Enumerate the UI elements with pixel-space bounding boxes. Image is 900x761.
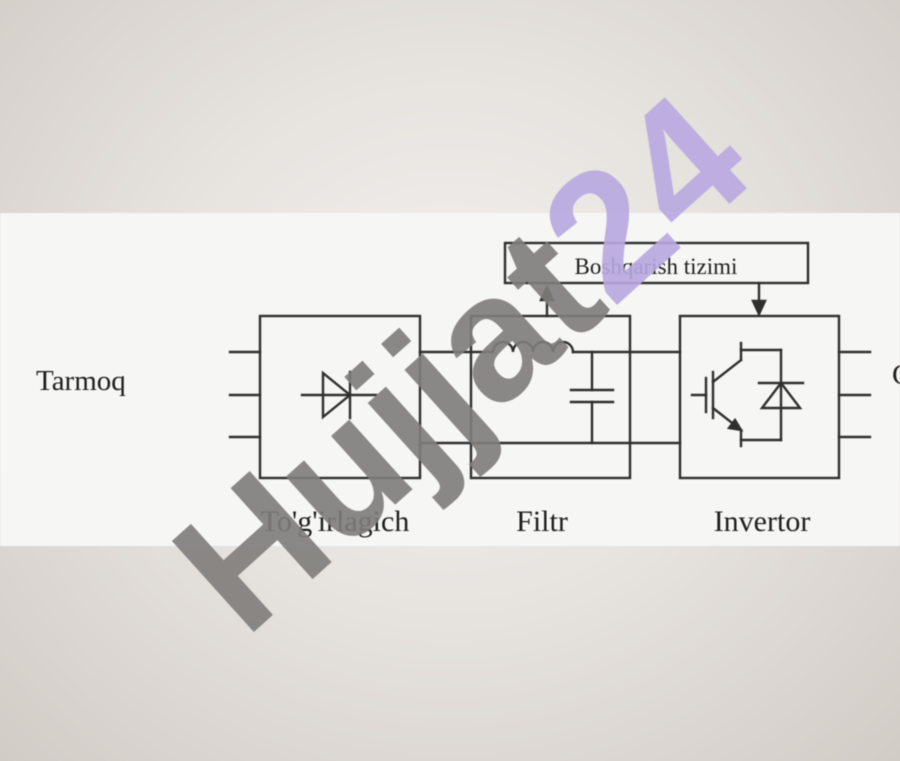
filter-block <box>469 314 632 480</box>
block-diagram <box>228 241 872 480</box>
output-label: C <box>892 359 900 391</box>
capacitor-icon <box>569 350 615 445</box>
command-arrow-icon <box>751 281 767 317</box>
control-system-label: Boshqarish tizimi <box>575 254 738 279</box>
control-system-box <box>503 241 810 285</box>
inverter-label: Invertor <box>714 505 811 538</box>
diagram-band <box>0 213 900 546</box>
rectifier-block <box>258 314 422 480</box>
inverter-block <box>678 314 841 480</box>
input-lines <box>228 350 262 439</box>
freewheel-diode-icon <box>739 348 805 442</box>
output-lines <box>837 350 872 439</box>
diagram-labels: Boshqarish tizimi Tarmoq C To'g'irlagich… <box>36 254 900 538</box>
rectifier-label: To'g'irlagich <box>261 505 410 538</box>
igbt-symbol-icon <box>690 341 744 448</box>
feedback-arrow-icon <box>539 284 555 318</box>
filter-label: Filtr <box>516 505 568 538</box>
inductor-icon <box>491 340 575 354</box>
diode-symbol-icon <box>300 370 378 420</box>
input-label: Tarmoq <box>36 365 126 397</box>
